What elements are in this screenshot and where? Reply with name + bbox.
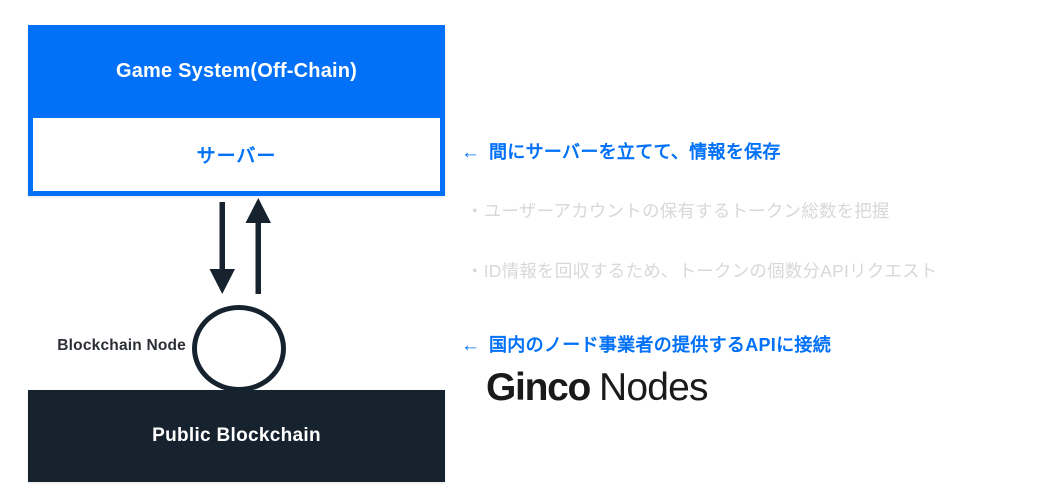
bullet-api-requests: ・ID情報を回収するため、トークンの個数分APIリクエスト xyxy=(466,261,938,281)
left-arrow-icon: ← xyxy=(461,335,480,356)
arrow-up-icon xyxy=(245,198,271,294)
public-blockchain-box: Public Blockchain xyxy=(28,390,445,482)
arrow-down-icon xyxy=(209,202,235,294)
bullet-token-total: ・ユーザーアカウントの保有するトークン総数を把握 xyxy=(466,201,890,221)
blockchain-node-circle xyxy=(192,305,286,392)
game-system-offchain-box: Game System(Off-Chain) サーバー xyxy=(28,25,445,196)
logo-ginco-text: Ginco xyxy=(486,366,591,409)
annotation-server-storage: ← 間にサーバーを立てて、情報を保存 xyxy=(461,138,781,164)
server-box: サーバー xyxy=(33,118,440,191)
server-label: サーバー xyxy=(196,146,277,167)
annotation-domestic-node-api: ← 国内のノード事業者の提供するAPIに接続 xyxy=(461,331,831,357)
annotation-domestic-node-api-text: 国内のノード事業者の提供するAPIに接続 xyxy=(489,335,832,355)
bidirectional-arrows xyxy=(195,196,285,306)
annotation-server-storage-text: 間にサーバーを立てて、情報を保存 xyxy=(489,142,781,162)
public-blockchain-label: Public Blockchain xyxy=(152,425,321,446)
logo-nodes-text: Nodes xyxy=(599,366,709,409)
left-arrow-icon: ← xyxy=(461,142,480,163)
ginco-nodes-logo: Ginco Nodes xyxy=(486,366,709,410)
blockchain-node-label: Blockchain Node xyxy=(57,337,186,354)
game-system-offchain-title: Game System(Off-Chain) xyxy=(115,60,358,82)
